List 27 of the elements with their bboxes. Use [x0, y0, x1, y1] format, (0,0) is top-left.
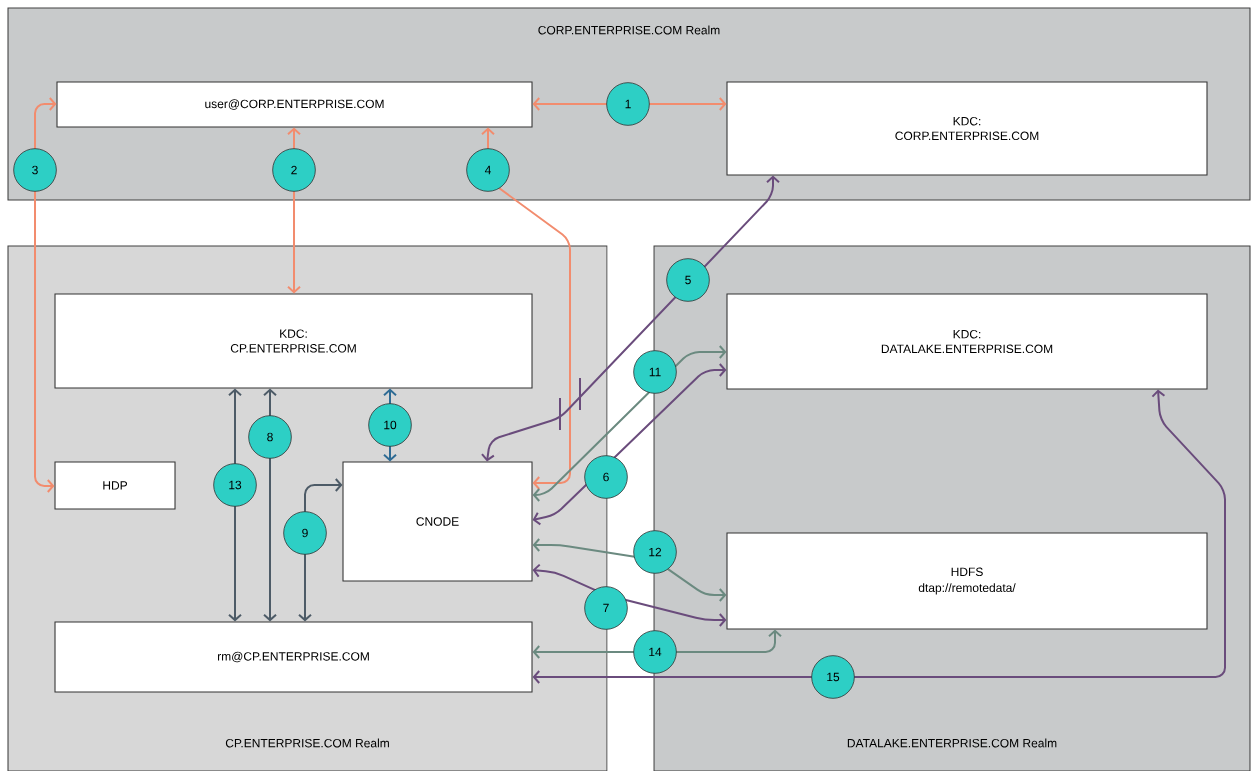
process-box: KDC: DATALAKE.ENTERPRISE.COM [726, 293, 1208, 390]
process-box: KDC: CORP.ENTERPRISE.COM [726, 81, 1208, 176]
arrow [34, 97, 57, 493]
process-box: KDC: CP.ENTERPRISE.COM [54, 293, 533, 389]
process-box: CNODE [342, 461, 533, 582]
process-box: HDP [54, 461, 176, 510]
number-badge: 3 [13, 148, 57, 192]
number-badge: 15 [811, 655, 855, 699]
number-badge: 9 [283, 511, 327, 555]
process-box: rm@CP.ENTERPRISE.COM [54, 621, 533, 693]
arrow [481, 175, 780, 462]
number-badge: 10 [368, 403, 412, 447]
number-badge: 11 [633, 350, 677, 394]
number-badge: 6 [584, 455, 628, 499]
number-badge: 2 [272, 148, 316, 192]
process-box: HDFS dtap://remotedata/ [726, 532, 1208, 630]
number-badge: 4 [466, 148, 510, 192]
number-badge: 5 [666, 258, 710, 302]
number-badge: 8 [248, 415, 292, 459]
number-badge: 1 [606, 82, 650, 126]
arrow [481, 127, 571, 490]
number-badge: 14 [633, 630, 677, 674]
arrow [532, 389, 1226, 684]
number-badge: 13 [213, 463, 257, 507]
number-badge: 7 [584, 586, 628, 630]
process-box: user@CORP.ENTERPRISE.COM [56, 81, 533, 128]
number-badge: 12 [633, 530, 677, 574]
